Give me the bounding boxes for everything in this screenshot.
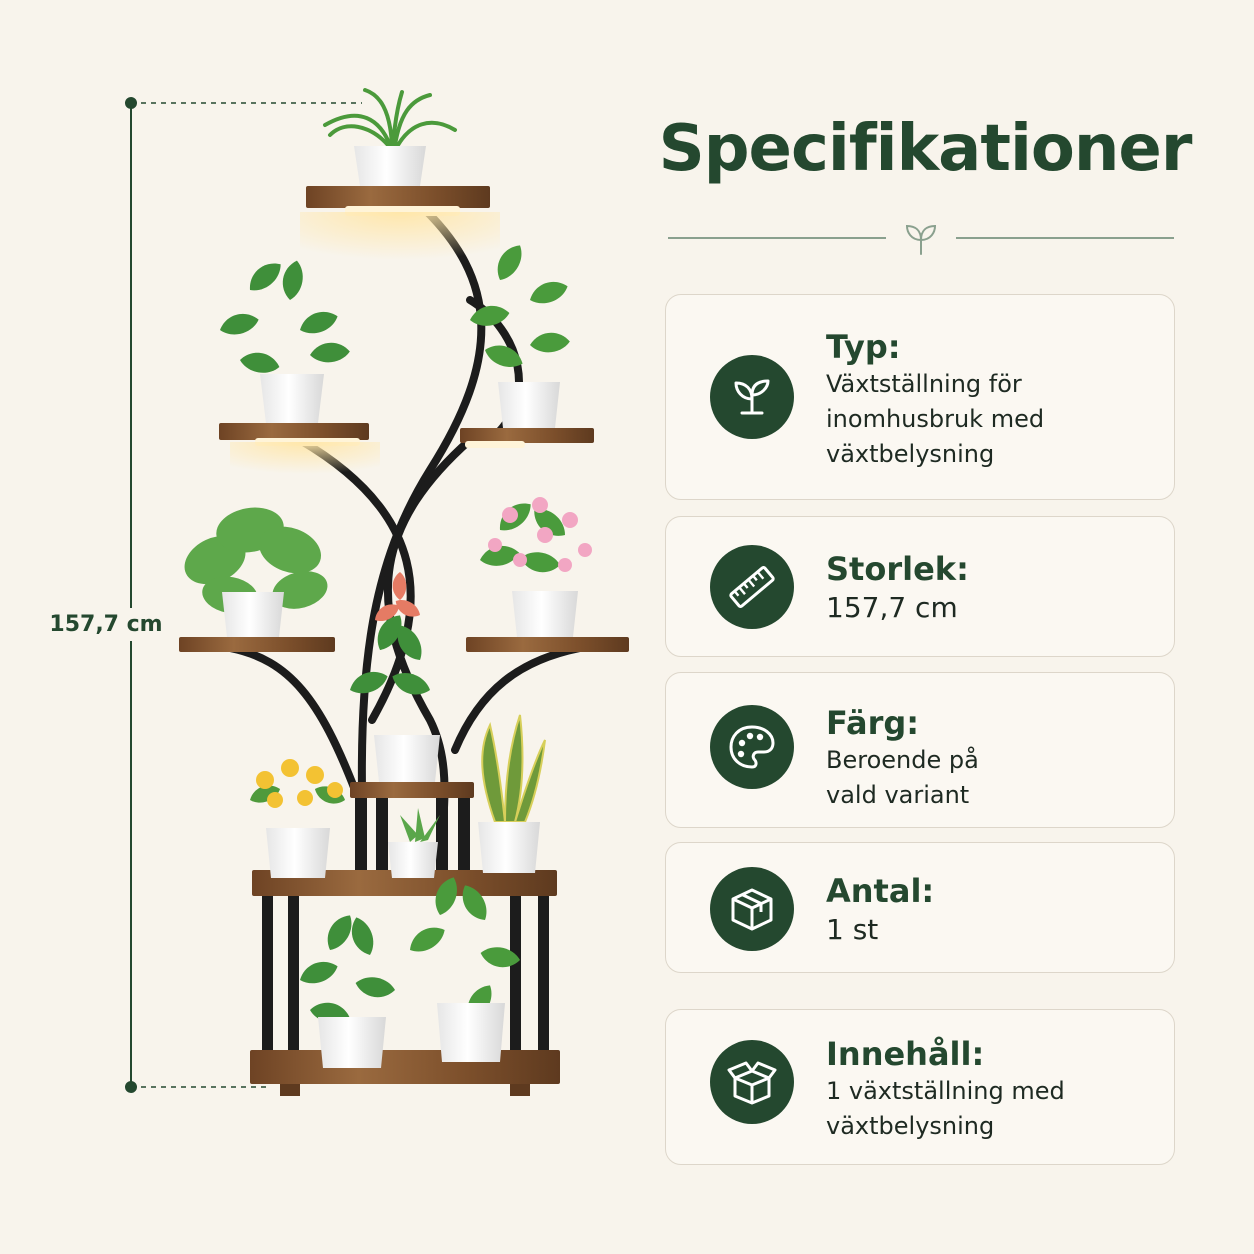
spec-icon-circle (710, 545, 794, 629)
height-dimension-line (125, 97, 362, 1093)
spec-value: Beroende på vald variant (826, 746, 979, 809)
height-dimension-label: 157,7 cm (36, 608, 176, 641)
spec-card-farg: Färg: Beroende på vald variant (665, 672, 1175, 828)
spec-icon-circle (710, 355, 794, 439)
plant-stand-illustration (125, 88, 629, 1096)
spec-label: Storlek: (826, 550, 969, 588)
wooden-shelves (179, 186, 629, 1096)
spec-label: Innehåll: (826, 1035, 985, 1073)
open-box-icon (727, 1061, 777, 1105)
box-icon (731, 888, 773, 931)
sprout-icon (905, 224, 937, 255)
spec-label: Typ: (826, 328, 901, 366)
spec-label: Färg: (826, 704, 920, 742)
palette-icon (729, 725, 775, 769)
spec-value: 157,7 cm (826, 591, 958, 624)
spec-card-innehall: Innehåll: 1 växtställning med växtbelysn… (665, 1009, 1175, 1165)
title-divider (668, 218, 1174, 258)
spec-value: 1 st (826, 913, 879, 946)
divider-line-right (956, 237, 1174, 239)
spec-icon-circle (710, 705, 794, 789)
spec-value: Växtställning för inomhusbruk med växtbe… (826, 370, 1045, 468)
spec-card-antal: Antal: 1 st (665, 842, 1175, 973)
spec-icon-circle (710, 867, 794, 951)
potted-plants (184, 88, 592, 1068)
metal-posts (262, 790, 549, 1063)
spec-icon-circle (710, 1040, 794, 1124)
spec-label: Antal: (826, 872, 935, 910)
sprout-icon (734, 379, 770, 415)
page-title: Specifikationer (658, 112, 1193, 186)
grow-lights (230, 206, 525, 482)
divider-line-left (668, 237, 886, 239)
spec-card-storlek: Storlek: 157,7 cm (665, 516, 1175, 657)
ruler-icon (729, 566, 775, 608)
spec-value: 1 växtställning med växtbelysning (826, 1077, 1065, 1140)
spec-card-typ: Typ: Växtställning för inomhusbruk med v… (665, 294, 1175, 500)
